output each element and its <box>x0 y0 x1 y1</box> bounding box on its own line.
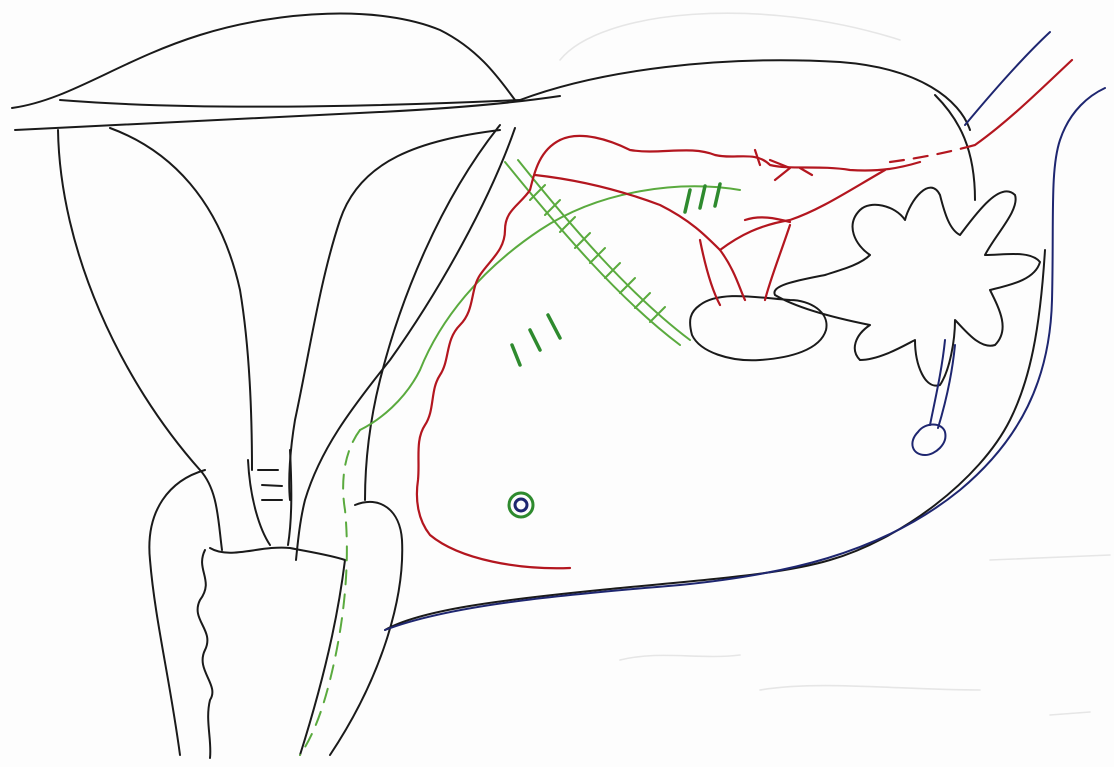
hatch-marks-lower <box>512 315 560 365</box>
faint-background-marks <box>560 13 1110 715</box>
ovary <box>690 296 826 360</box>
tubal-branch <box>535 175 745 300</box>
fallopian-tube-outline <box>12 14 515 108</box>
tubal-fimbriae <box>774 188 1040 386</box>
ovarian-vessel-arcade <box>560 136 920 171</box>
uterus-outline <box>58 128 515 560</box>
broad-ligament-top <box>520 60 970 130</box>
round-marker-inner <box>515 499 527 511</box>
uterine-cavity <box>110 128 500 500</box>
broad-ligament-lower-border <box>385 250 1045 630</box>
cervix-folds <box>258 470 282 500</box>
vaginal-wall-folds <box>198 550 213 758</box>
ovarian-artery <box>975 60 1072 145</box>
hydatid-cyst <box>912 425 945 456</box>
hatch-marks-upper <box>685 184 720 212</box>
vessel-forks <box>755 150 812 180</box>
cervical-canal <box>248 450 291 545</box>
ureter-dashed <box>300 430 360 755</box>
round-marker-outer <box>509 493 533 517</box>
ovarian-artery-dashed <box>890 145 975 162</box>
broad-ligament-inner-boundary <box>365 125 500 500</box>
broad-ligament-lateral-edge <box>385 88 1105 630</box>
tube-lower-line <box>60 100 520 107</box>
ureter <box>360 186 740 430</box>
uterine-artery-wavy <box>417 140 570 568</box>
vagina-outline <box>149 470 205 755</box>
infundibulopelvic-ligament <box>965 32 1050 125</box>
ovarian-branches <box>700 170 885 305</box>
vaginal-fornix <box>210 548 345 755</box>
